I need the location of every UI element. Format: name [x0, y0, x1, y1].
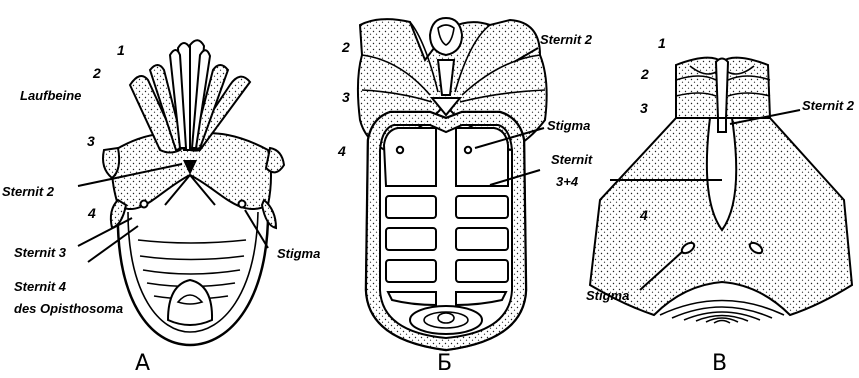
- panel-a-num-3: 3: [87, 133, 95, 149]
- panel-c-num-3: 3: [640, 100, 648, 116]
- panel-c: 1 2 3 4 Sternit 2 Stigma В: [586, 35, 855, 376]
- panel-c-prosoma-plate: [590, 118, 852, 315]
- panel-a-leg4-right: [262, 200, 276, 228]
- panel-a-stigma-right: [239, 201, 246, 208]
- panel-a-letter: А: [135, 351, 150, 376]
- panel-b-label-stigma: Stigma: [547, 118, 590, 133]
- panel-b-label-sternit34-line2: 3+4: [556, 174, 579, 189]
- panel-a-num-4: 4: [87, 205, 96, 221]
- panel-a-leg3-right: [266, 148, 284, 172]
- panel-c-num-1: 1: [658, 35, 666, 51]
- panel-a-label-sternit4-line2: des Opisthosoma: [14, 301, 123, 316]
- panel-b-plates: [384, 128, 508, 305]
- panel-a: Laufbeine 1 2 3 4 Sternit 2 Sternit 3 St…: [2, 40, 320, 376]
- panel-c-letter: В: [712, 351, 727, 376]
- panel-a-num-2: 2: [92, 65, 101, 81]
- panel-a-label-sternit2: Sternit 2: [2, 184, 55, 199]
- panel-b-stigma-left: [397, 147, 403, 153]
- panel-a-num-1: 1: [117, 42, 125, 58]
- panel-a-label-sternit3: Sternit 3: [14, 245, 67, 260]
- panel-a-label-legs: Laufbeine: [20, 88, 81, 103]
- panel-b: 2 3 4 Sternit 2 Stigma Sternit 3+4 Б: [337, 18, 593, 376]
- panel-b-num-3: 3: [342, 89, 350, 105]
- panel-c-rings: [660, 301, 784, 324]
- panel-c-label-stigma: Stigma: [586, 288, 629, 303]
- panel-c-num-2: 2: [640, 66, 649, 82]
- panel-a-leg4-left: [111, 200, 126, 228]
- panel-b-anal-region: [410, 306, 482, 334]
- panel-b-label-sternit34-line1: Sternit: [551, 152, 593, 167]
- panel-b-stigma-right: [465, 147, 471, 153]
- panel-b-chelicerae: [430, 18, 462, 55]
- panel-c-label-sternit2: Sternit 2: [802, 98, 855, 113]
- panel-a-label-sternit4-line1: Sternit 4: [14, 279, 67, 294]
- panel-a-stigma-left: [141, 201, 148, 208]
- panel-b-label-sternit2: Sternit 2: [540, 32, 593, 47]
- panel-a-leg3-left: [103, 148, 119, 178]
- panel-a-label-stigma: Stigma: [277, 246, 320, 261]
- panel-b-num-2: 2: [341, 39, 350, 55]
- panel-c-num-4: 4: [639, 207, 648, 223]
- panel-b-num-4: 4: [337, 143, 346, 159]
- panel-b-letter: Б: [437, 351, 452, 376]
